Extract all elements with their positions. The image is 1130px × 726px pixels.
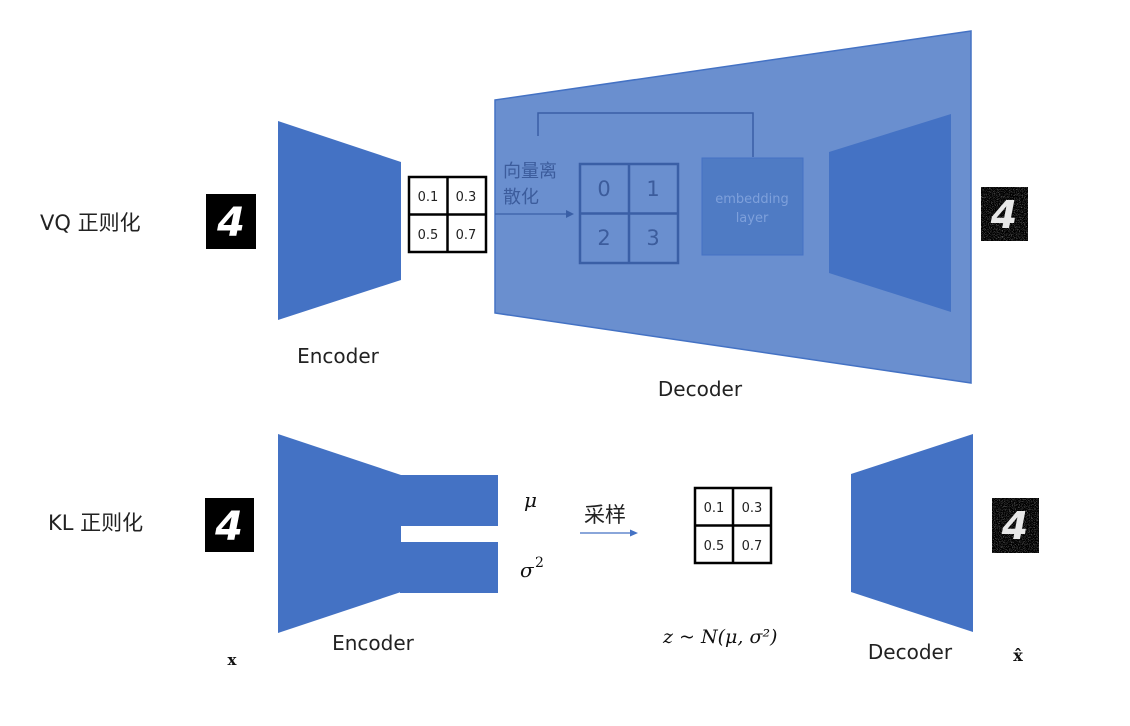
kl-sigma-branch bbox=[400, 542, 498, 593]
vq-input-digit: 4 bbox=[216, 200, 245, 246]
vq-embedding-label-2: layer bbox=[736, 211, 769, 226]
kl-row-label: KL 正则化 bbox=[48, 511, 143, 535]
vq-codebook-grid: 0 1 2 3 bbox=[578, 162, 680, 265]
vq-decoder-label: Decoder bbox=[658, 377, 743, 401]
vq-quantize-label-1: 向量离 bbox=[503, 161, 557, 182]
vq-encoder-label: Encoder bbox=[297, 344, 380, 368]
kl-sample-arrowhead bbox=[630, 529, 638, 537]
vq-codebook-index-1: 1 bbox=[646, 177, 659, 201]
vq-row-label: VQ 正则化 bbox=[40, 211, 141, 235]
vq-latent-cell-1: 0.3 bbox=[456, 190, 477, 205]
kl-sigma-exponent: 2 bbox=[535, 555, 544, 571]
kl-output-digit: 4 bbox=[1001, 504, 1028, 548]
vq-codebook-index-0: 0 bbox=[597, 177, 610, 201]
kl-latent-cell-0: 0.1 bbox=[704, 501, 725, 516]
vq-quantize-arrowhead bbox=[566, 210, 574, 218]
kl-latent-cell-2: 0.5 bbox=[704, 539, 725, 554]
vq-embedding-label-1: embedding bbox=[715, 192, 789, 207]
kl-mu-symbol: μ bbox=[524, 488, 537, 512]
vq-latent-cell-0: 0.1 bbox=[418, 190, 439, 205]
kl-latent-cell-1: 0.3 bbox=[742, 501, 763, 516]
kl-encoder-block bbox=[278, 434, 401, 633]
kl-input-digit: 4 bbox=[214, 504, 243, 550]
kl-x-hat-symbol: x̂ bbox=[1013, 646, 1023, 665]
kl-latent-grid: 0.1 0.3 0.5 0.7 bbox=[693, 486, 773, 565]
vq-encoder-block bbox=[278, 121, 401, 320]
kl-decoder-label: Decoder bbox=[868, 640, 953, 664]
kl-z-formula: z ~ N(μ, σ²) bbox=[662, 626, 777, 648]
vq-output-digit: 4 bbox=[990, 193, 1017, 237]
kl-output-image: 4 bbox=[992, 498, 1039, 553]
vq-latent-cell-2: 0.5 bbox=[418, 228, 439, 243]
vq-embedding-layer bbox=[701, 157, 804, 256]
vq-connector-bracket bbox=[537, 112, 754, 157]
vq-codebook-index-3: 3 bbox=[646, 226, 659, 250]
kl-sigma-symbol: σ bbox=[520, 558, 535, 582]
kl-sigma-squared: σ 2 bbox=[520, 555, 544, 582]
kl-sample-label: 采样 bbox=[584, 503, 626, 527]
vq-codebook-index-2: 2 bbox=[597, 226, 610, 250]
vq-quantize-label-2: 散化 bbox=[503, 187, 539, 208]
kl-mu-branch bbox=[400, 475, 498, 526]
vq-inner-decoder-block bbox=[829, 114, 951, 312]
kl-decoder-block bbox=[851, 434, 973, 632]
vq-latent-cell-3: 0.7 bbox=[456, 228, 477, 243]
kl-input-image: 4 bbox=[205, 498, 254, 552]
vq-output-image: 4 bbox=[981, 187, 1028, 241]
vq-input-image: 4 bbox=[206, 194, 256, 249]
vq-latent-grid: 0.1 0.3 0.5 0.7 bbox=[407, 175, 488, 254]
kl-encoder-label: Encoder bbox=[332, 631, 415, 655]
kl-latent-cell-3: 0.7 bbox=[742, 539, 763, 554]
kl-x-symbol: x bbox=[228, 651, 238, 669]
